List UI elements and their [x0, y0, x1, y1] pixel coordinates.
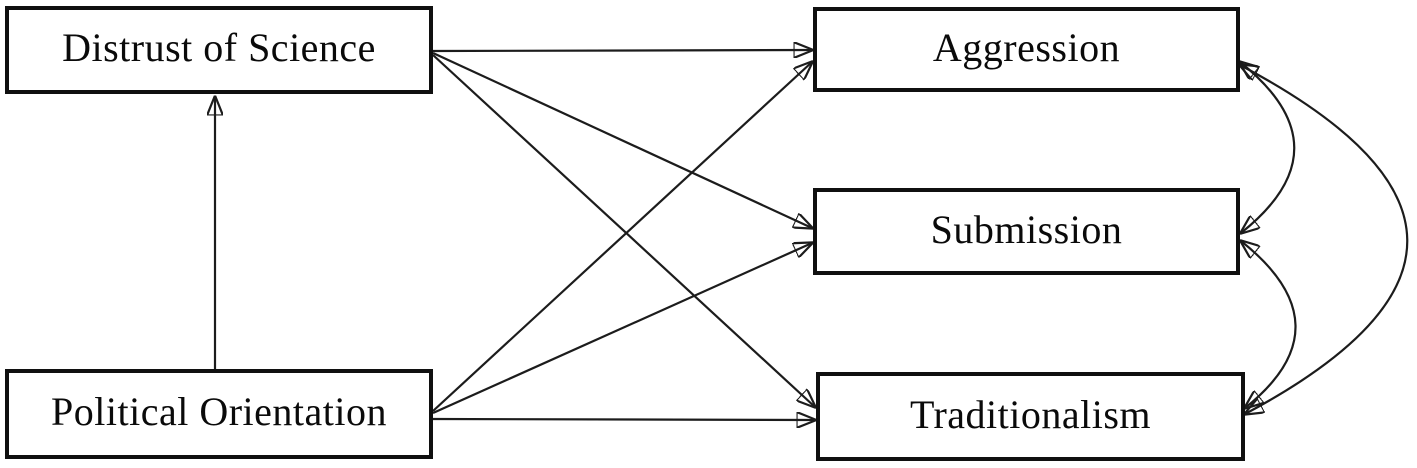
arrow-political-to-traditionalism: [432, 419, 815, 420]
box-distrust-of-science: Distrust of Science: [5, 6, 433, 94]
arrow-political-to-aggression: [432, 62, 812, 412]
curve-submission-traditionalism: [1241, 241, 1297, 408]
arrow-distrust-to-aggression: [432, 50, 812, 51]
curve-aggression-traditionalism: [1240, 65, 1409, 414]
box-political-orientation: Political Orientation: [5, 369, 433, 459]
box-submission: Submission: [813, 188, 1240, 275]
arrow-distrust-to-traditionalism: [432, 54, 815, 407]
box-political-orientation-label: Political Orientation: [51, 389, 387, 434]
box-aggression: Aggression: [813, 7, 1240, 92]
arrow-distrust-to-submission: [432, 52, 812, 228]
arrow-political-to-submission: [432, 243, 812, 415]
box-traditionalism-label: Traditionalism: [909, 391, 1152, 437]
box-traditionalism: Traditionalism: [816, 372, 1245, 461]
curve-aggression-submission: [1240, 62, 1296, 233]
box-submission-label: Submission: [930, 206, 1123, 252]
box-aggression-label: Aggression: [932, 24, 1121, 70]
box-distrust-of-science-label: Distrust of Science: [62, 25, 376, 70]
